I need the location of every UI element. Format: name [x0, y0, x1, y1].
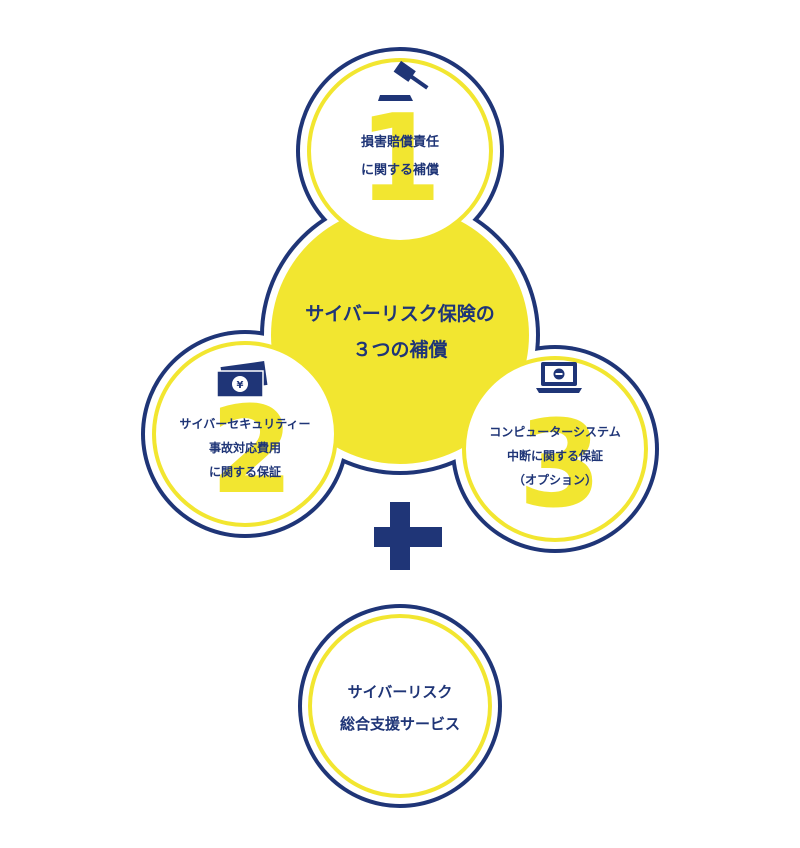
number-2: 2: [210, 382, 294, 521]
laptop-icon: [536, 362, 582, 393]
support-service-line1: サイバーリスク: [347, 683, 453, 701]
item-3-line3: （オプション）: [512, 473, 597, 487]
center-title: サイバーリスク保険の ３つの補償: [250, 296, 550, 368]
item-2-line2: 事故対応費用: [208, 441, 281, 455]
gavel-icon: [378, 60, 429, 101]
circle-1-interior: [311, 62, 489, 240]
support-service-line2: 総合支援サービス: [339, 715, 460, 733]
plus-icon: [374, 502, 442, 570]
svg-text:¥: ¥: [237, 380, 244, 391]
item-3-label: コンピューターシステム 中断に関する保証 （オプション）: [460, 420, 650, 492]
item-1-line2: に関する補償: [360, 163, 439, 178]
cluster-inner-white: [156, 62, 644, 538]
number-1: 1: [358, 90, 442, 229]
item-2-line1: サイバーセキュリティー: [179, 417, 311, 431]
circle-2-interior: [156, 345, 334, 523]
item-1-line1: 損害賠償責任: [360, 135, 439, 150]
support-circle: [298, 604, 502, 808]
center-title-line1: サイバーリスク保険の: [305, 303, 495, 325]
number-3: 3: [518, 396, 602, 535]
center-title-line2: ３つの補償: [352, 339, 448, 361]
support-service-label: サイバーリスク 総合支援サービス: [300, 676, 500, 740]
item-2-line3: に関する保証: [208, 465, 281, 479]
item-1-label: 損害賠償責任 に関する補償: [320, 129, 480, 185]
item-3-line2: 中断に関する保証: [506, 449, 603, 463]
item-3-line1: コンピューターシステム: [489, 425, 621, 439]
item-2-label: サイバーセキュリティー 事故対応費用 に関する保証: [150, 412, 340, 484]
yen-bill-icon: ¥: [216, 361, 268, 398]
circle-3-interior: [466, 360, 644, 538]
